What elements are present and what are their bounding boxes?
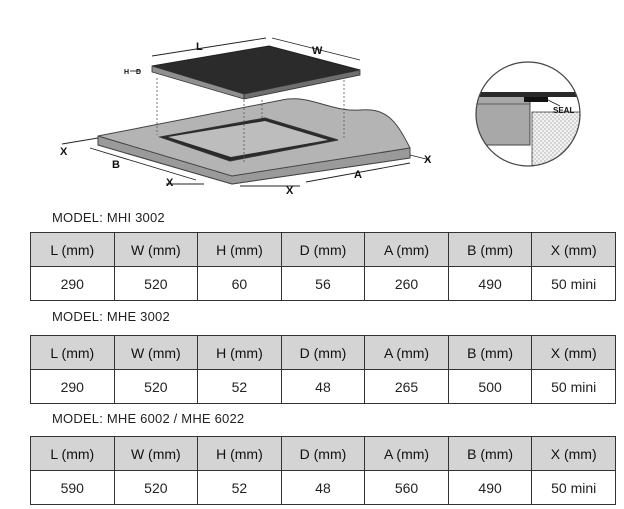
column-header-B: B (mm) <box>447 436 533 471</box>
table-row: 290 520 52 48 265 500 50 mini <box>30 369 616 404</box>
spec-table-2: L (mm) W (mm) H (mm) D (mm) A (mm) B (mm… <box>30 335 616 404</box>
label-D: D <box>136 69 141 76</box>
model-label-1: MODEL: MHI 3002 <box>52 210 165 225</box>
model-label-3: MODEL: MHE 6002 / MHE 6022 <box>52 411 245 426</box>
table-header-row: L (mm) W (mm) H (mm) D (mm) A (mm) B (mm… <box>30 436 616 471</box>
column-header-W: W (mm) <box>113 232 199 267</box>
label-L: L <box>196 41 203 53</box>
table-row: 590 520 52 48 560 490 50 mini <box>30 470 616 505</box>
column-header-L: L (mm) <box>30 335 115 370</box>
column-header-D: D (mm) <box>280 232 366 267</box>
column-header-L: L (mm) <box>30 232 115 267</box>
cell-L: 290 <box>30 369 115 404</box>
installation-diagram: L W H D X B X X A X SEAL <box>60 37 581 197</box>
cell-W: 520 <box>113 369 199 404</box>
label-X-bottom: X <box>286 185 294 197</box>
guide-lines <box>156 78 345 162</box>
column-header-X: X (mm) <box>531 436 616 471</box>
cell-A: 265 <box>364 369 449 404</box>
label-H: H <box>124 69 129 76</box>
table-header-row: L (mm) W (mm) H (mm) D (mm) A (mm) B (mm… <box>30 335 616 370</box>
column-header-A: A (mm) <box>364 232 449 267</box>
cell-L: 290 <box>30 266 115 301</box>
cell-X: 50 mini <box>531 470 616 505</box>
column-header-A: A (mm) <box>364 436 449 471</box>
cell-H: 52 <box>197 369 282 404</box>
column-header-D: D (mm) <box>280 335 366 370</box>
cell-H: 60 <box>197 266 282 301</box>
seal-detail: SEAL <box>475 61 581 167</box>
label-X-bottom-left: X <box>166 177 174 189</box>
column-header-X: X (mm) <box>531 335 616 370</box>
cell-L: 590 <box>30 470 115 505</box>
cell-X: 50 mini <box>531 369 616 404</box>
column-header-H: H (mm) <box>197 232 282 267</box>
column-header-L: L (mm) <box>30 436 115 471</box>
column-header-A: A (mm) <box>364 335 449 370</box>
cell-W: 520 <box>113 266 199 301</box>
column-header-X: X (mm) <box>531 232 616 267</box>
hob-illustration <box>151 45 361 100</box>
table-row: 290 520 60 56 260 490 50 mini <box>30 266 616 301</box>
spec-table-3: L (mm) W (mm) H (mm) D (mm) A (mm) B (mm… <box>30 436 616 505</box>
model-label-2: MODEL: MHE 3002 <box>52 309 170 324</box>
cell-A: 260 <box>364 266 449 301</box>
cell-D: 56 <box>280 266 366 301</box>
label-B: B <box>112 159 120 171</box>
label-X-left: X <box>60 146 68 158</box>
table-header-row: L (mm) W (mm) H (mm) D (mm) A (mm) B (mm… <box>30 232 616 267</box>
column-header-B: B (mm) <box>447 335 533 370</box>
column-header-H: H (mm) <box>197 335 282 370</box>
cell-W: 520 <box>113 470 199 505</box>
spec-table-1: L (mm) W (mm) H (mm) D (mm) A (mm) B (mm… <box>30 232 616 301</box>
label-A: A <box>354 169 362 181</box>
column-header-W: W (mm) <box>113 436 199 471</box>
cell-D: 48 <box>280 470 366 505</box>
label-X-right: X <box>424 154 432 166</box>
cell-B: 490 <box>447 470 533 505</box>
cell-X: 50 mini <box>531 266 616 301</box>
cell-B: 500 <box>447 369 533 404</box>
column-header-B: B (mm) <box>447 232 533 267</box>
column-header-H: H (mm) <box>197 436 282 471</box>
cell-A: 560 <box>364 470 449 505</box>
label-W: W <box>312 45 323 57</box>
column-header-D: D (mm) <box>280 436 366 471</box>
cell-B: 490 <box>447 266 533 301</box>
cell-D: 48 <box>280 369 366 404</box>
countertop-illustration <box>97 98 411 185</box>
label-seal: SEAL <box>553 106 574 115</box>
cell-H: 52 <box>197 470 282 505</box>
dimension-lines <box>61 37 431 187</box>
column-header-W: W (mm) <box>113 335 199 370</box>
